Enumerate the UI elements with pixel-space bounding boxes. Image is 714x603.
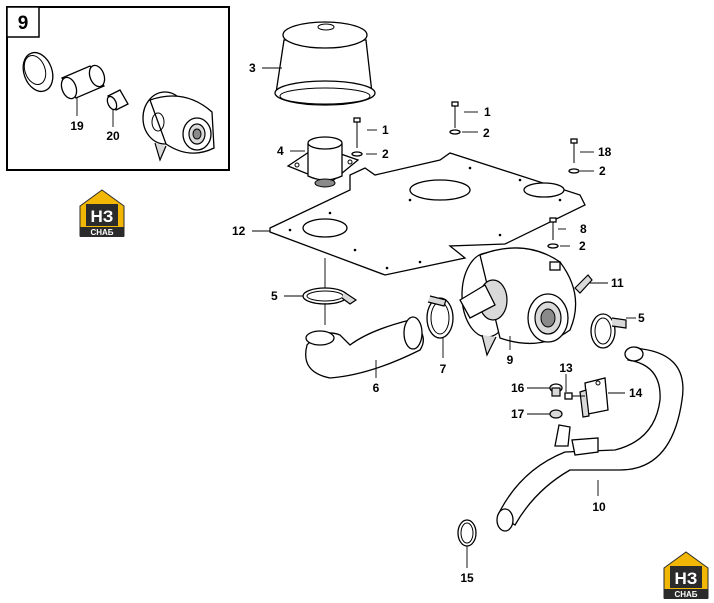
callout-1-top-right: 1 xyxy=(484,105,491,119)
callout-17: 17 xyxy=(511,407,525,421)
inset-panel: 9 19 20 xyxy=(6,6,230,171)
logo-bottom-subtitle: СНАБ xyxy=(674,590,697,599)
callout-19: 19 xyxy=(70,119,84,133)
callout-2-left: 2 xyxy=(382,147,389,161)
callout-8: 8 xyxy=(580,222,587,236)
part-air-filter-bowl xyxy=(274,21,376,106)
inset-cylinder-19 xyxy=(60,64,106,100)
callout-13: 13 xyxy=(559,361,573,375)
logo-bottom-letters: НЗ xyxy=(675,569,698,588)
callout-10: 10 xyxy=(592,500,606,514)
callout-7: 7 xyxy=(440,362,447,376)
part-hose-6 xyxy=(305,316,424,379)
callout-3: 3 xyxy=(249,61,256,75)
callout-1-left: 1 xyxy=(382,123,389,137)
callout-labels: 1 2 1 2 18 2 3 4 12 8 2 11 5 5 7 9 6 13 … xyxy=(232,61,645,585)
inset-blower xyxy=(142,91,215,162)
part-bracket-14 xyxy=(579,377,609,418)
logo-top-subtitle: СНАБ xyxy=(90,228,113,237)
part-blower-housing xyxy=(459,247,593,357)
callout-2-right: 2 xyxy=(599,164,606,178)
callout-9: 9 xyxy=(507,353,514,367)
callout-5-right: 5 xyxy=(638,311,645,325)
logo-top-letters: НЗ xyxy=(91,207,114,226)
part-clamp-7 xyxy=(426,295,454,339)
inset-number: 9 xyxy=(18,13,29,34)
callout-20: 20 xyxy=(106,129,120,143)
part-hose-10 xyxy=(496,346,684,532)
callout-14: 14 xyxy=(629,386,643,400)
logo-bottom: НЗ СНАБ xyxy=(663,551,709,599)
part-clamp-left xyxy=(302,287,358,305)
callout-6: 6 xyxy=(373,381,380,395)
logo-top: НЗ СНАБ xyxy=(79,189,125,237)
callout-4: 4 xyxy=(277,144,284,158)
bolts-washers xyxy=(351,101,580,249)
leader-lines xyxy=(252,67,636,568)
callout-11: 11 xyxy=(611,276,624,290)
part-filter-neck xyxy=(286,136,360,188)
inset-cylinder-20 xyxy=(106,89,129,111)
part-fitting-16 xyxy=(549,383,563,397)
callout-18: 18 xyxy=(598,145,612,159)
callout-5-left: 5 xyxy=(271,289,278,303)
part-clamp-15 xyxy=(457,519,477,547)
callout-15: 15 xyxy=(460,571,474,585)
part-mounting-plate xyxy=(269,152,586,276)
part-fitting-17 xyxy=(549,409,571,447)
callout-2-top-right: 2 xyxy=(483,126,490,140)
callout-16: 16 xyxy=(511,381,525,395)
callout-12: 12 xyxy=(232,224,246,238)
callout-2-lower: 2 xyxy=(579,239,586,253)
part-clamp-right xyxy=(590,313,627,349)
inset-cap xyxy=(22,51,54,93)
part-bolt-13 xyxy=(564,392,585,400)
